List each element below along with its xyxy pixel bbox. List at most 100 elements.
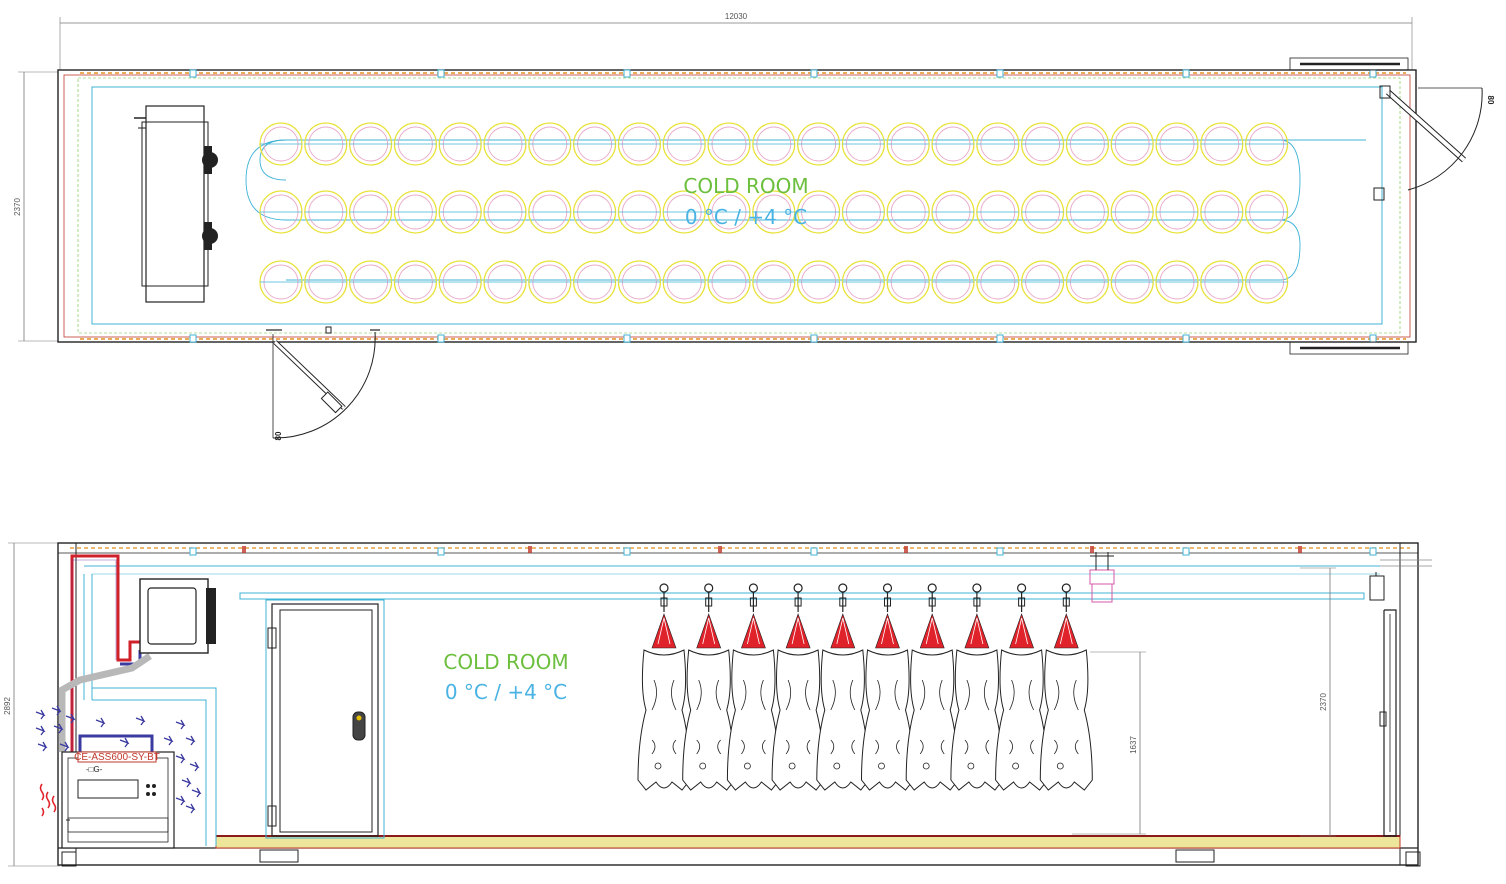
ceiling-bracket: [718, 546, 722, 553]
carcass-icon: [771, 583, 825, 791]
carcass-icon: [726, 583, 780, 791]
airflow-arrow: [185, 803, 196, 814]
meat-hook-icon: [617, 260, 662, 304]
meat-hook-icon: [841, 190, 886, 234]
container-walls: [57, 69, 1417, 343]
side-door-swing-icon[interactable]: 80: [266, 329, 380, 440]
wall-post-top: [623, 69, 631, 78]
meat-hook-icon: [304, 122, 348, 166]
ceiling-bracket: [528, 546, 532, 553]
end-door-swing-icon[interactable]: 80: [1289, 57, 1495, 355]
meat-hook-icon: [886, 122, 930, 166]
wall-post-top: [810, 69, 818, 78]
meat-hook-icon: [931, 260, 975, 304]
door-handle-icon[interactable]: [352, 711, 366, 741]
meat-hook-icon: [931, 190, 975, 234]
meat-hook-icon: [259, 260, 303, 304]
inner-height-dimension: 2370: [1300, 567, 1336, 837]
meat-hook-icon: [707, 122, 751, 166]
carcass-icon: [1039, 583, 1093, 791]
wall-posts: [189, 69, 1377, 343]
ceiling-post: [996, 547, 1004, 556]
meat-hook-icon: [752, 260, 796, 304]
airflow-arrow-icon: [35, 705, 202, 814]
meat-hook-icon: [1244, 260, 1289, 304]
wall-post-bottom: [189, 334, 197, 343]
ceiling-bracket: [1298, 546, 1302, 553]
meat-hook-icon: [1155, 122, 1199, 166]
meat-hook-icon: [348, 122, 393, 166]
wall-post-bottom: [996, 334, 1004, 343]
carcass-icon: [637, 583, 691, 791]
meat-hook-icon: [259, 122, 303, 166]
meat-hook-icon: [1020, 260, 1065, 304]
carcass-icon: [816, 583, 870, 791]
section-temperature-label: 0 °C / +4 °C: [445, 680, 567, 704]
ceiling-posts: [189, 546, 1377, 556]
plan-room-title: COLD ROOM: [683, 174, 808, 198]
room-door[interactable]: [265, 599, 385, 839]
airflow-arrow: [181, 777, 192, 788]
meat-hook-icon: [438, 190, 482, 234]
airflow-arrow: [95, 717, 106, 728]
hang-height-dimension: 1637: [1072, 651, 1146, 835]
wall-post-small: [325, 326, 332, 334]
heat-arrow-icon: [39, 783, 57, 817]
wall-post-top: [1369, 69, 1377, 78]
airflow-arrow: [59, 741, 70, 752]
outer-height-dimension: 2892: [3, 542, 60, 867]
rail-trolley-icon: [1089, 552, 1115, 603]
meat-hook-icon: [841, 122, 886, 166]
evaporator-unit-icon: [134, 105, 218, 303]
meat-hook-icon: [1110, 190, 1154, 234]
ceiling-bracket: [242, 546, 246, 553]
condensing-unit-icon: CE-ASS600-SY-BT -□G-: [61, 751, 175, 849]
meat-hook-icon: [483, 260, 527, 304]
end-door-section[interactable]: [1369, 572, 1397, 837]
wall-post-top: [189, 69, 197, 78]
meat-hook-icon: [1244, 122, 1289, 166]
meat-hook-icon: [393, 260, 438, 304]
meat-hook-icon: [572, 260, 617, 304]
meat-hook-icon: [752, 190, 796, 234]
airflow-arrow: [51, 705, 62, 716]
width-dimension-label: 2370: [13, 198, 22, 216]
meat-hook-icon: [528, 122, 572, 166]
condensing-unit-model: CE-ASS600-SY-BT: [74, 752, 160, 763]
meat-hook-icon: [617, 190, 662, 234]
ceiling-bracket: [1090, 546, 1094, 553]
ceiling-post: [623, 547, 631, 556]
wall-post-bottom: [437, 334, 445, 343]
meat-hook-icon: [662, 190, 706, 234]
meat-hook-icon: [886, 190, 930, 234]
meat-hook-icon: [976, 122, 1020, 166]
ceiling-post: [437, 547, 445, 556]
airflow-arrow: [35, 709, 46, 720]
meat-hook-icon: [1200, 260, 1244, 304]
carcass-icon: [950, 583, 1004, 791]
wall-post-bottom: [1369, 334, 1377, 343]
meat-hook-icon: [1110, 260, 1154, 304]
meat-hook-icon: [348, 190, 393, 234]
ceiling-post: [1182, 547, 1190, 556]
meat-hook-icon: [1020, 122, 1065, 166]
meat-hook-icon: [572, 190, 617, 234]
meat-hook-icon: [483, 190, 527, 234]
meat-hook-icon: [796, 260, 841, 304]
airflow-arrow: [35, 725, 46, 736]
refrigerant-piping: [58, 554, 154, 752]
container-shell: [57, 542, 1421, 867]
meat-hook-icon: [662, 260, 706, 304]
meat-hook-icon: [707, 260, 751, 304]
wall-post-bottom: [810, 334, 818, 343]
meat-hook-icon: [976, 260, 1020, 304]
airflow-arrow: [163, 735, 174, 746]
meat-hook-icon: [528, 260, 572, 304]
meat-hook-icon: [752, 122, 796, 166]
wall-post-top: [437, 69, 445, 78]
airflow-arrow: [37, 741, 48, 752]
meat-hook-icon: [1065, 190, 1110, 234]
meat-hook-icon: [1065, 260, 1110, 304]
meat-hook-icon: [662, 122, 706, 166]
end-door-width-label: 80: [1486, 96, 1495, 105]
